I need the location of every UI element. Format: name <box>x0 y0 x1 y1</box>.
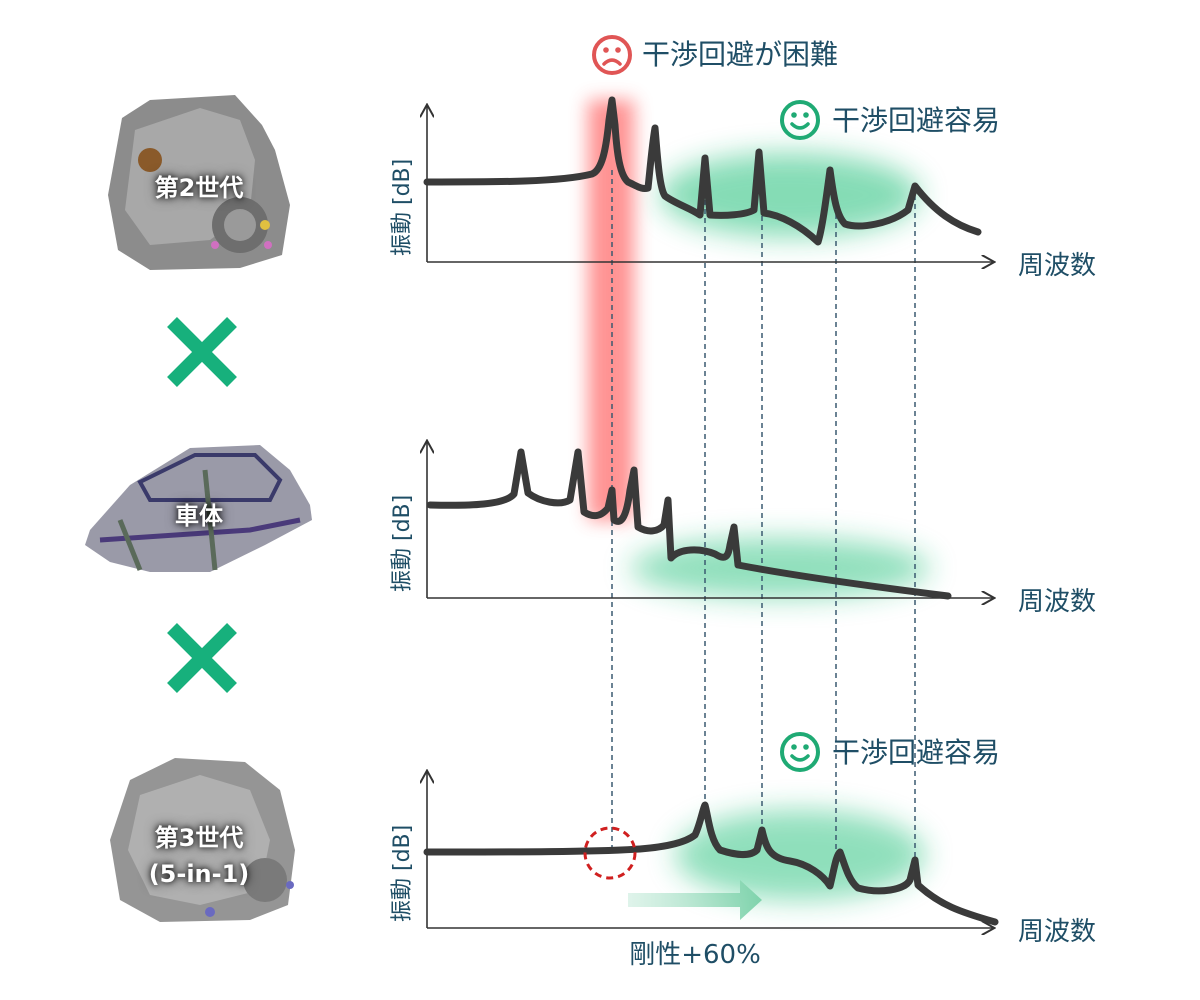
gen3-label-line2: (5-in-1) <box>148 860 250 888</box>
vibration-curve-gen3 <box>423 801 999 926</box>
stiffness-arrow <box>628 880 762 920</box>
annotation-stiffness: 剛性+60% <box>629 940 761 970</box>
vibration-curve-gen2 <box>423 96 982 246</box>
avoided-resonance-circle <box>583 826 637 880</box>
y-axis-label-bottom: 振動 [dB] <box>390 825 415 922</box>
multiply-cross-icon <box>167 317 237 387</box>
gen2-label: 第2世代 <box>154 174 244 202</box>
annotation-easy-bottom: 干渉回避容易 <box>832 736 1000 769</box>
gen3-eaxle-image <box>110 758 295 922</box>
gen2-eaxle-image <box>108 95 290 270</box>
x-axis-label-bottom: 周波数 <box>1018 917 1096 947</box>
annotation-difficult: 干渉回避が困難 <box>642 38 838 71</box>
car-body-image <box>85 445 312 572</box>
vibration-curve-body <box>426 448 952 600</box>
annotation-easy-top: 干渉回避容易 <box>832 104 1000 137</box>
green-highlight-bottom <box>675 810 925 900</box>
smile-face-icon <box>780 100 820 140</box>
y-axis-label-top: 振動 [dB] <box>390 159 415 256</box>
red-interference-band <box>588 100 634 520</box>
body-label: 車体 <box>175 502 223 530</box>
smile-face-icon <box>780 732 820 772</box>
x-axis-label-top: 周波数 <box>1018 251 1096 281</box>
y-axis-label-middle: 振動 [dB] <box>390 495 415 592</box>
dashed-guide-lines <box>611 170 916 872</box>
x-axis-label-middle: 周波数 <box>1018 587 1096 617</box>
frown-face-icon <box>592 35 632 75</box>
gen3-label-line1: 第3世代 <box>154 824 244 852</box>
multiply-cross-icon <box>167 623 237 693</box>
axes-middle <box>427 442 993 598</box>
